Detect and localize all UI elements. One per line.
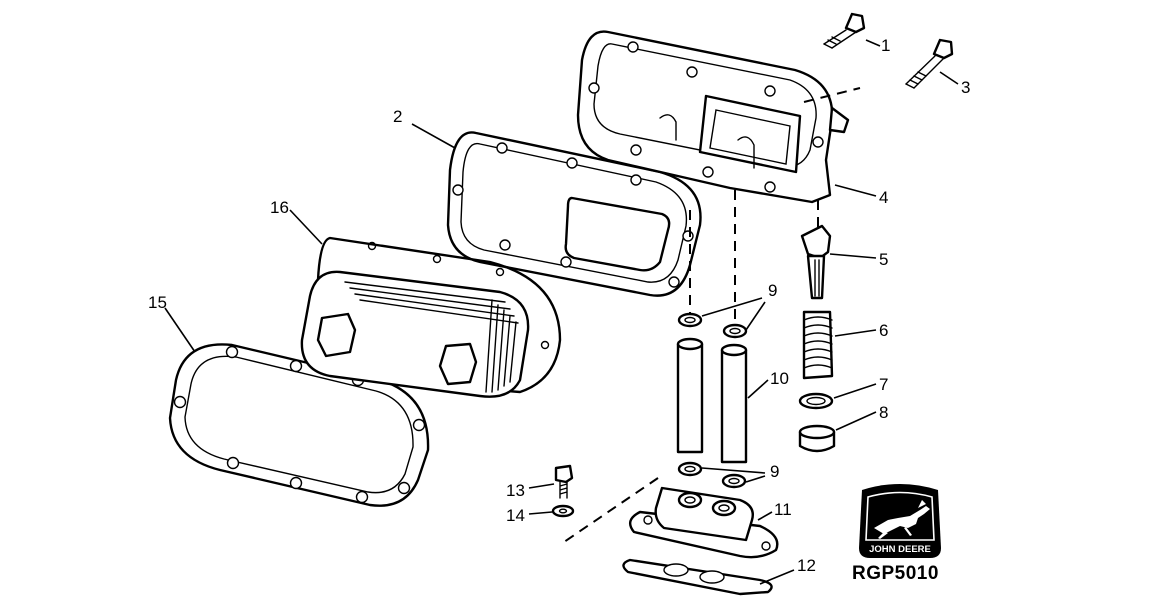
john-deere-logo: JOHN DEERE xyxy=(859,484,941,558)
callout-8: 8 xyxy=(879,403,888,422)
callout-3: 3 xyxy=(961,78,970,97)
callout-16: 16 xyxy=(270,198,289,217)
callout-labels: 1 2 3 4 5 6 7 8 9 10 11 12 13 14 15 16 9 xyxy=(148,36,970,575)
housing-4 xyxy=(576,30,850,204)
bolt-1 xyxy=(823,12,866,49)
spring-6 xyxy=(802,310,834,380)
valve-5 xyxy=(800,224,832,300)
callout-14: 14 xyxy=(506,506,525,525)
adapter-11 xyxy=(628,486,779,559)
gasket-15 xyxy=(168,343,430,507)
logo-brand-text: JOHN DEERE xyxy=(869,544,931,555)
callout-4: 4 xyxy=(879,188,888,207)
callout-1: 1 xyxy=(881,36,890,55)
callout-11: 11 xyxy=(774,500,792,519)
alignment-lines xyxy=(563,87,861,543)
callout-6: 6 xyxy=(879,321,888,340)
callout-13: 13 xyxy=(506,481,525,500)
o-ring-7 xyxy=(798,392,834,410)
callout-9-lower: 9 xyxy=(770,462,779,481)
plug-8 xyxy=(798,424,836,453)
oil-cooler-16 xyxy=(300,236,562,398)
gasket-2 xyxy=(446,131,702,297)
callout-5: 5 xyxy=(879,250,888,269)
figure-code: RGP5010 xyxy=(852,563,939,584)
callout-10: 10 xyxy=(770,369,789,388)
bolt-3 xyxy=(905,38,954,89)
callout-9-upper: 9 xyxy=(768,281,777,300)
callout-15: 15 xyxy=(148,293,167,312)
leader-lines xyxy=(164,39,959,585)
callout-7: 7 xyxy=(879,375,888,394)
deere-leaping-deer-icon xyxy=(874,500,930,539)
o-ring-9-lower xyxy=(677,461,747,489)
screw-13 xyxy=(554,464,574,499)
callout-12: 12 xyxy=(797,556,816,575)
gasket-12 xyxy=(622,558,773,596)
tube-10 xyxy=(676,337,748,464)
washer-14 xyxy=(551,504,575,518)
callout-2: 2 xyxy=(393,107,402,126)
